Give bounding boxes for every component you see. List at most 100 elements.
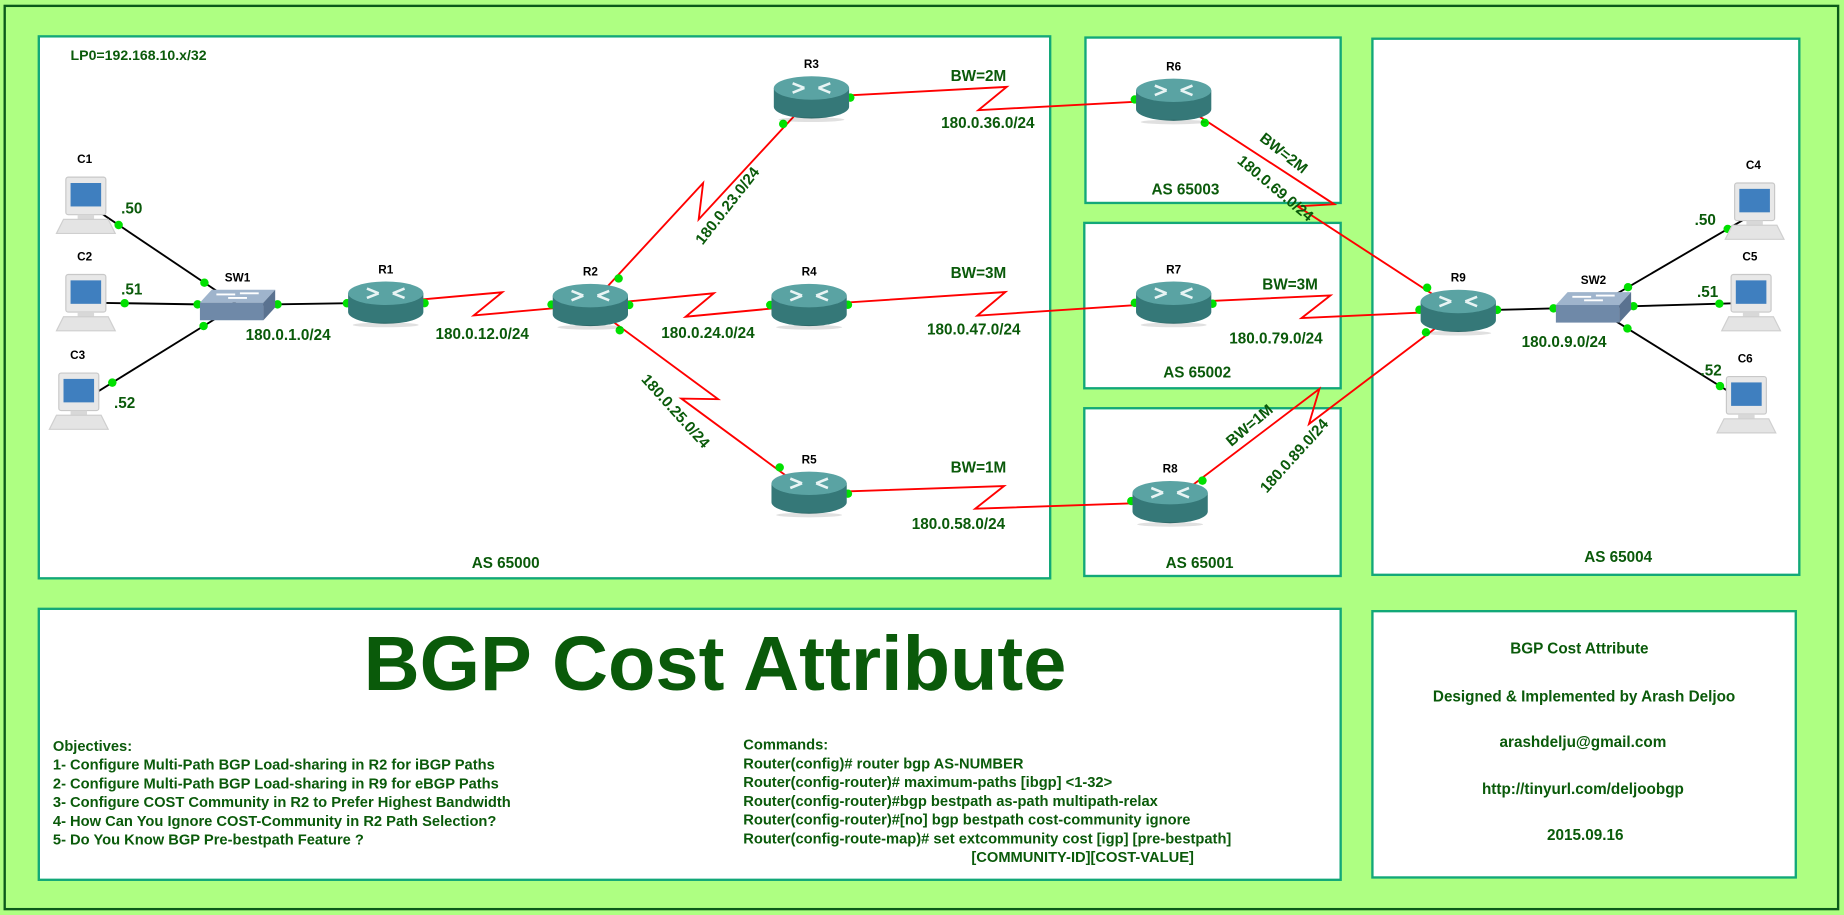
as-box-as65001 [1083, 407, 1342, 578]
node-label: SW2 [1581, 274, 1607, 287]
router-icon [348, 281, 424, 328]
command-item: Router(config-router)#[no] bgp bestpath … [743, 813, 1190, 829]
router-icon [1136, 78, 1212, 125]
computer-icon [1716, 375, 1777, 434]
computer-icon [1720, 273, 1782, 332]
command-item: Router(config-router)#bgp bestpath as-pa… [743, 794, 1158, 810]
router-R1[interactable]: R1 [348, 263, 424, 328]
port-dot [273, 300, 282, 309]
pc-C2[interactable]: C2.51 [55, 250, 143, 332]
router-R6[interactable]: R6 [1136, 60, 1212, 125]
port-dot [1422, 283, 1432, 292]
node-label: R5 [802, 453, 817, 466]
objective-item: 2- Configure Multi-Path BGP Load-sharing… [53, 776, 499, 792]
link-C1-SW1[interactable] [88, 204, 239, 306]
subnet-label: 180.0.1.0/24 [246, 327, 331, 344]
credits: BGP Cost Attribute Designed & Implemente… [1433, 640, 1735, 843]
bandwidth-label: BW=3M [951, 265, 1007, 282]
router-R5[interactable]: R5 [771, 453, 847, 518]
node-label: R3 [804, 58, 819, 71]
host-ip: .50 [1695, 212, 1716, 229]
link-R2-R5[interactable] [589, 304, 810, 494]
pc-C5[interactable]: C5.51 [1697, 250, 1782, 332]
subnet-label: 180.0.36.0/24 [941, 115, 1035, 132]
pc-C4[interactable]: C4 .50 [1695, 159, 1785, 240]
port-dot [615, 326, 625, 335]
objective-item: 1- Configure Multi-Path BGP Load-sharing… [53, 758, 495, 774]
router-icon [1420, 289, 1496, 336]
port-dot [1623, 324, 1632, 333]
credits-url: http://tinyurl.com/deljoobgp [1482, 781, 1684, 798]
objective-item: 4- How Can You Ignore COST-Community in … [53, 814, 497, 830]
credits-panel [1371, 610, 1797, 879]
port-dot [1421, 328, 1431, 337]
port-dot [193, 300, 202, 309]
switch-SW1[interactable]: SW1 [199, 272, 276, 321]
switch-SW2[interactable]: SW2 [1555, 274, 1632, 323]
router-icon [552, 283, 628, 330]
pc-C6[interactable]: C6 .52 [1700, 352, 1777, 434]
subnet-label: 180.0.79.0/24 [1229, 331, 1323, 348]
pc-C1[interactable]: C1.50 [55, 153, 142, 235]
host-ip: .52 [1700, 362, 1721, 379]
link-SW2-C6[interactable] [1593, 306, 1751, 406]
port-dot [1715, 381, 1725, 391]
port-dot [108, 378, 117, 387]
credits-date: 2015.09.16 [1547, 827, 1623, 844]
objective-item: 3- Configure COST Community in R2 to Pre… [53, 795, 511, 811]
link-R8-R9[interactable] [1169, 310, 1459, 503]
port-dot [199, 321, 208, 331]
node-label: SW1 [225, 272, 251, 285]
command-item: [COMMUNITY-ID][COST-VALUE] [971, 850, 1194, 866]
bandwidth-label: BW=2M [951, 68, 1007, 85]
router-icon [771, 471, 847, 518]
router-icon [771, 283, 847, 330]
router-R9[interactable]: R9 [1420, 272, 1496, 336]
node-label: R1 [378, 263, 393, 276]
as-label: AS 65002 [1163, 365, 1231, 382]
node-label: C4 [1746, 159, 1761, 172]
link-C3-SW1[interactable] [81, 304, 239, 402]
router-R8[interactable]: R8 [1132, 463, 1208, 527]
node-label: R4 [802, 266, 817, 279]
commands-heading: Commands: [743, 738, 828, 754]
port-dot [1623, 282, 1633, 292]
command-item: Router(config-router)# maximum-paths [ib… [743, 775, 1112, 791]
bandwidth-label: BW=3M [1262, 277, 1318, 294]
port-dot [1198, 476, 1207, 485]
link-R6-R9[interactable] [1173, 98, 1459, 312]
router-R2[interactable]: R2 [552, 266, 628, 330]
node-label: R6 [1166, 60, 1181, 73]
link-R2-R3[interactable] [589, 96, 813, 306]
port-dot [1549, 304, 1558, 313]
port-dot [1200, 118, 1210, 128]
credits-title: BGP Cost Attribute [1510, 640, 1648, 657]
bandwidth-label: BW=1M [951, 460, 1007, 477]
computer-icon [55, 176, 117, 235]
port-dot [120, 298, 129, 308]
port-dot [114, 220, 123, 230]
node-label: R7 [1166, 263, 1181, 276]
credits-author: Designed & Implemented by Arash Deljoo [1433, 689, 1735, 706]
computer-icon [1724, 182, 1785, 240]
host-ip: .50 [121, 201, 142, 218]
node-label: R2 [583, 266, 598, 279]
loopback-note: LP0=192.168.10.x/32 [71, 47, 207, 63]
pc-C3[interactable]: C3.52 [48, 349, 135, 430]
computer-icon [55, 273, 117, 332]
router-R3[interactable]: R3 [773, 58, 850, 122]
as-label: AS 65000 [472, 555, 540, 572]
command-item: Router(config-route-map)# set extcommuni… [743, 831, 1231, 847]
objectives: Objectives: 1- Configure Multi-Path BGP … [53, 739, 511, 849]
port-dot [200, 278, 209, 287]
objective-item: 5- Do You Know BGP Pre-bestpath Feature … [53, 833, 364, 849]
router-R7[interactable]: R7 [1136, 263, 1212, 328]
switch-icon [199, 289, 276, 321]
as-label: AS 65001 [1166, 555, 1234, 572]
router-R4[interactable]: R4 [771, 266, 847, 330]
node-label: R9 [1451, 272, 1466, 285]
port-dot [1715, 299, 1724, 308]
node-label: C6 [1738, 352, 1753, 365]
node-label: R8 [1163, 463, 1178, 476]
computer-icon [48, 372, 110, 430]
